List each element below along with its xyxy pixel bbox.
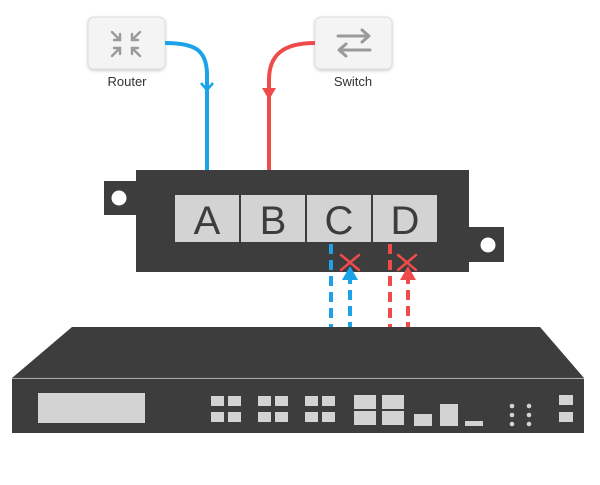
port-d-box[interactable] bbox=[373, 195, 437, 242]
blocked-x-icon bbox=[396, 253, 418, 272]
switch-icon bbox=[336, 28, 372, 58]
tap-ports: A B C D bbox=[175, 195, 437, 243]
port-c-box[interactable] bbox=[307, 195, 371, 242]
port-b-label: B bbox=[260, 199, 287, 243]
port-a-label: A bbox=[194, 199, 221, 243]
router-label: Router bbox=[107, 74, 147, 89]
appliance-display bbox=[38, 393, 145, 423]
port-d-label: D bbox=[391, 199, 420, 243]
rack-appliance bbox=[12, 327, 584, 433]
management-ports bbox=[559, 395, 573, 422]
console-port bbox=[414, 414, 432, 426]
blocked-x-icon bbox=[339, 253, 361, 272]
mount-hole-right bbox=[480, 237, 496, 253]
mount-hole-left bbox=[111, 190, 127, 206]
sfp-ports bbox=[354, 395, 404, 425]
port-a-box[interactable] bbox=[175, 195, 239, 242]
switch-device: Switch bbox=[314, 16, 393, 89]
port-b-box[interactable] bbox=[241, 195, 305, 242]
router-icon bbox=[110, 30, 142, 58]
usb-port bbox=[440, 404, 458, 426]
port-c-label: C bbox=[325, 199, 354, 243]
router-device: Router bbox=[87, 16, 166, 89]
switch-label: Switch bbox=[334, 74, 372, 89]
ethernet-ports bbox=[211, 396, 335, 422]
reset-slot bbox=[465, 421, 483, 426]
status-leds bbox=[509, 403, 532, 427]
